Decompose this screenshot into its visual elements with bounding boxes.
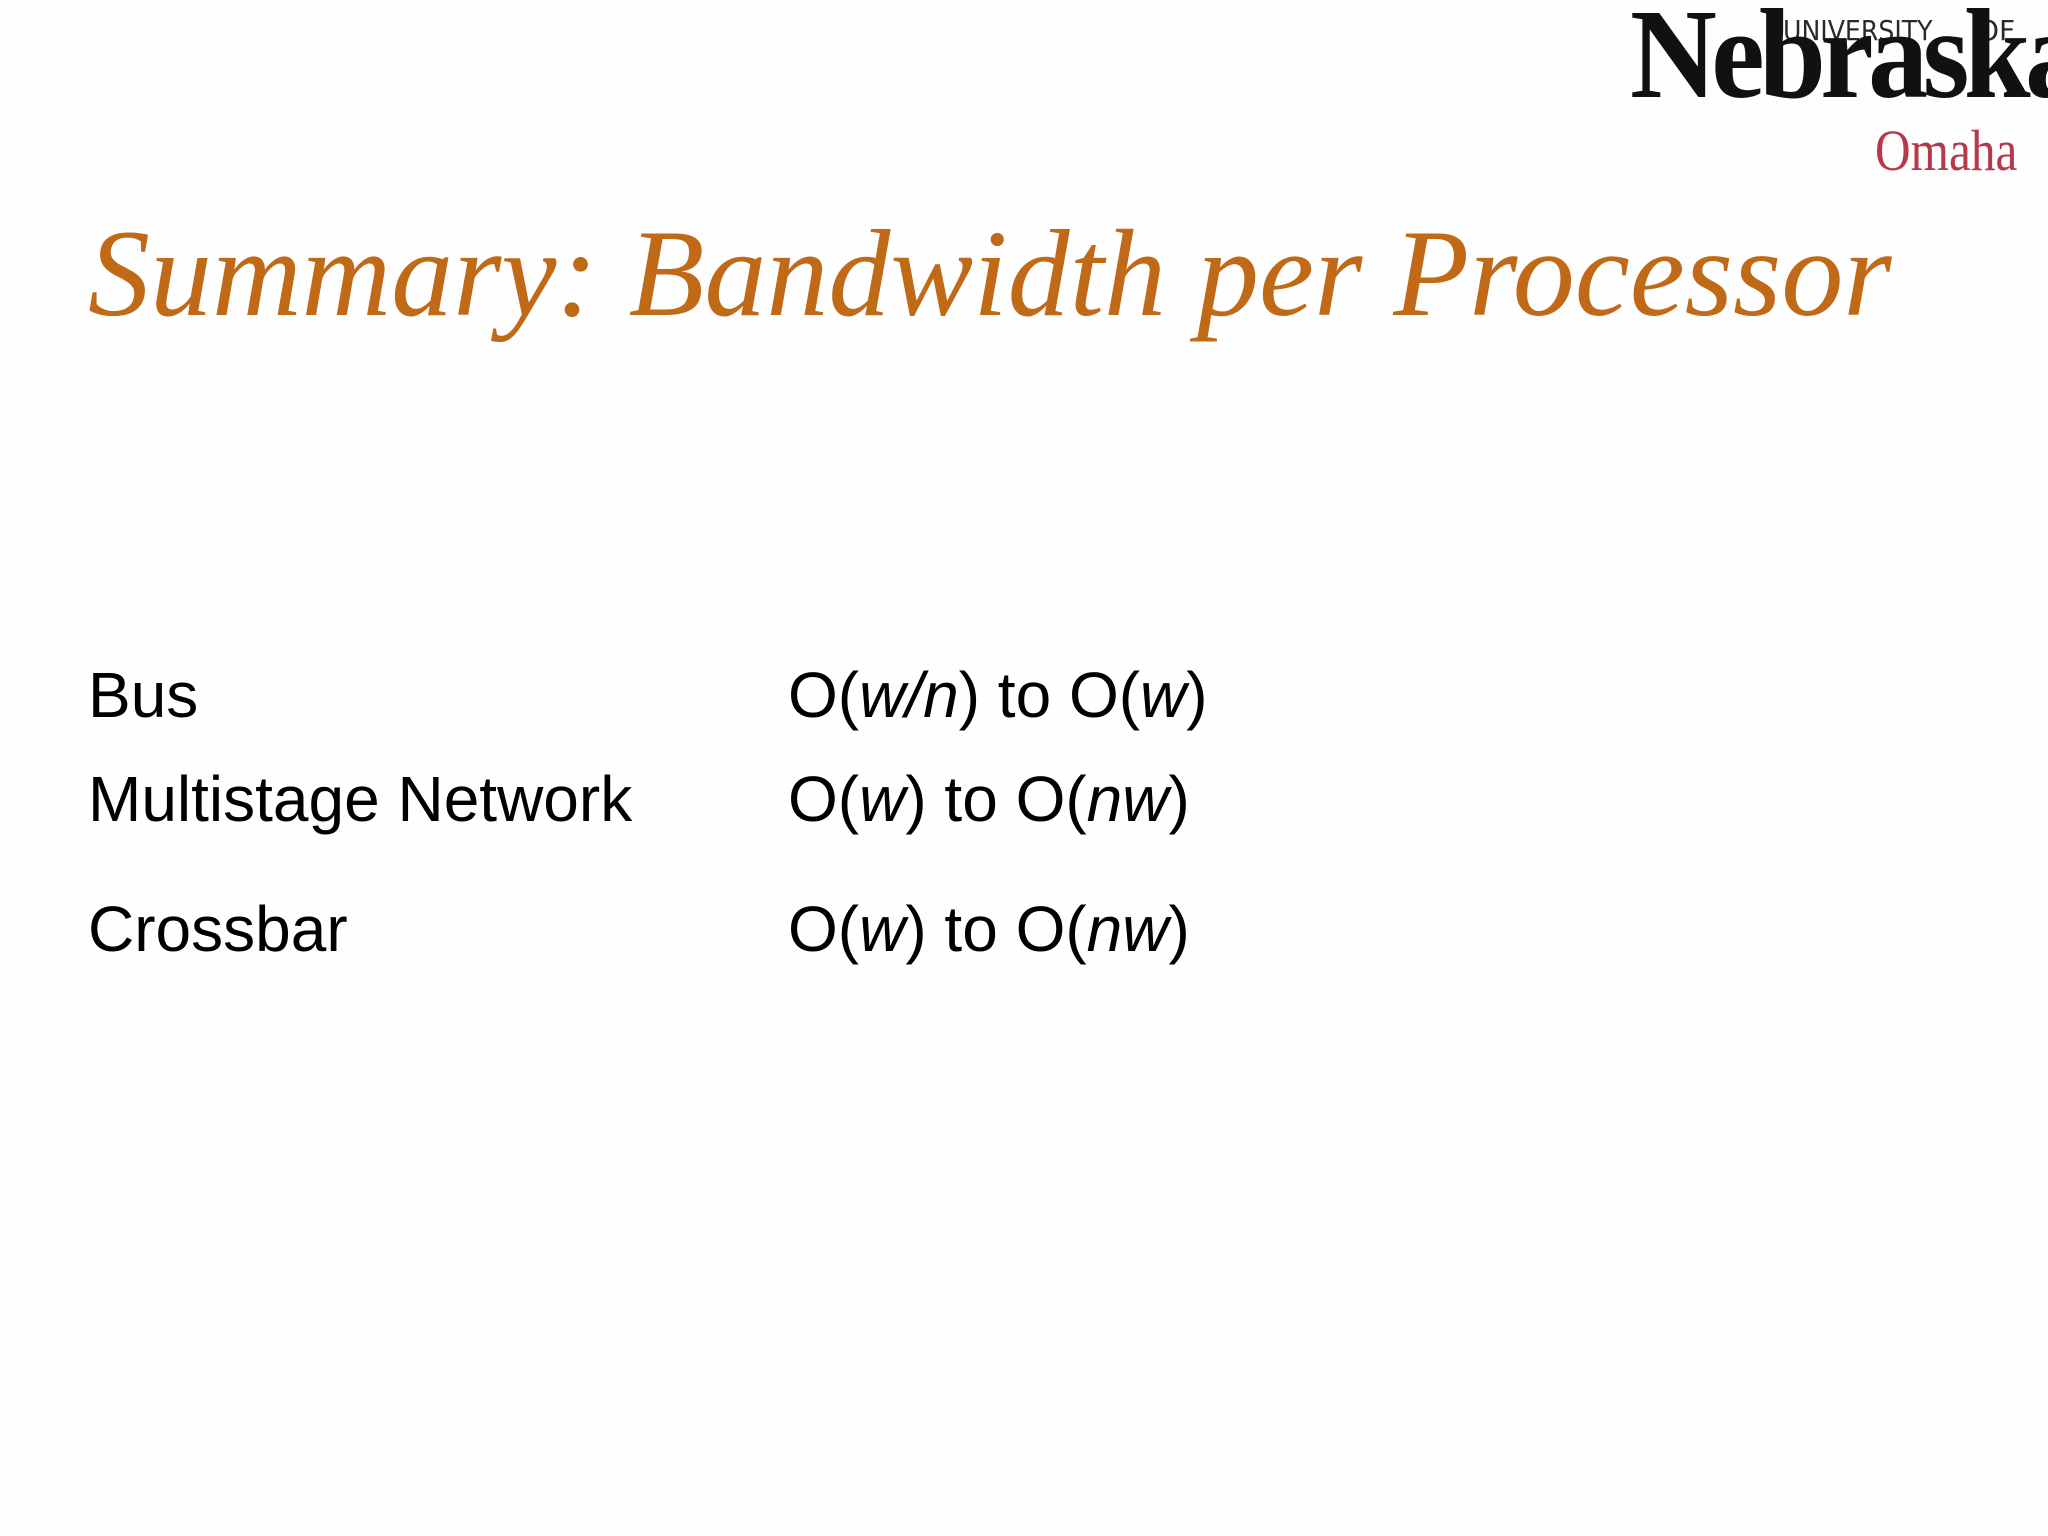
row-value: O(w/n) to O(w) (788, 659, 1208, 731)
row-label: Crossbar (88, 893, 348, 965)
slide-title: Summary: Bandwidth per Processor (88, 205, 1892, 342)
row-label: Bus (88, 659, 199, 731)
university-logo: UNIVERSITY OF Nebraska Omaha (1625, 0, 2048, 190)
row-value: O(w) to O(nw) (788, 893, 1190, 965)
logo-of-text: OF (1977, 14, 2016, 47)
logo-campus-text: Omaha (1875, 118, 2018, 183)
row-label: Multistage Network (88, 763, 633, 835)
row-value: O(w) to O(nw) (788, 763, 1190, 835)
logo-name-text: Nebraska (1630, 0, 2048, 125)
logo-university-text: UNIVERSITY (1783, 14, 1933, 47)
